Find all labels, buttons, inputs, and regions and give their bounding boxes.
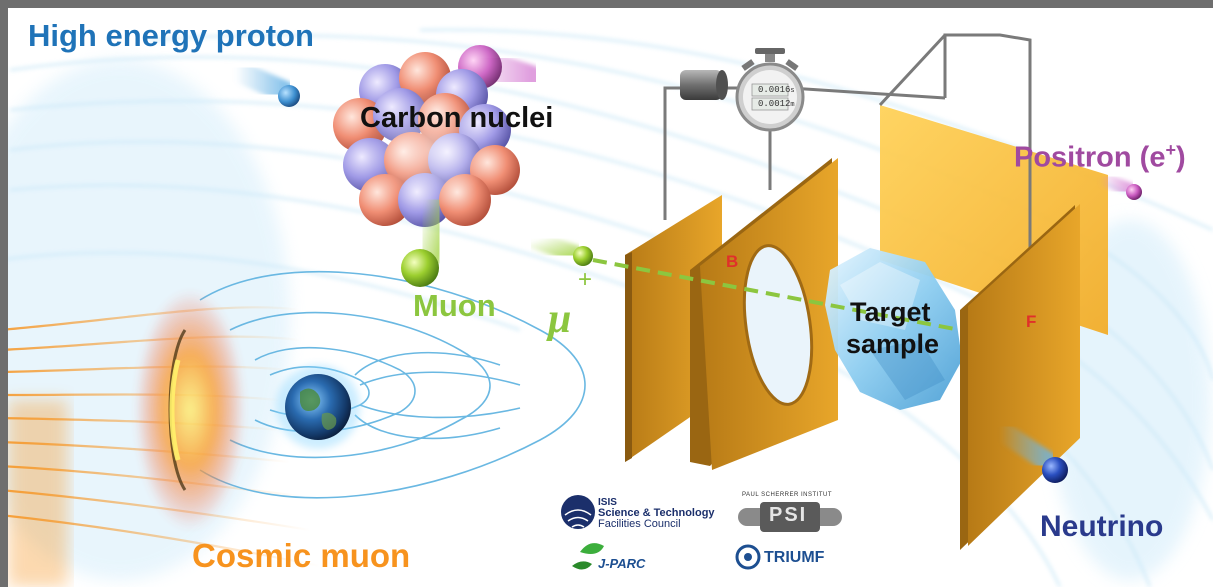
isis-logo-mark [561,495,595,529]
proton-ball [278,85,300,107]
target-sample [825,248,962,410]
psi-caption: PAUL SCHERRER INSTITUT [742,492,833,498]
muon-ball [401,249,439,287]
target-label-line1: Target [850,297,931,327]
positron-ball [1126,184,1142,200]
mu-charge: + [578,266,593,293]
positron-text: Positron (e [1014,141,1166,174]
muon-beam-ball [573,246,593,266]
positron-superscript: + [1165,140,1176,160]
proton-trail [224,59,296,103]
mu-symbol: μ [548,296,572,342]
psi-logo-text: PSI [769,504,808,526]
plate-with-hole [690,158,838,470]
psi-logo-mark [738,502,842,532]
muon-label: Muon [413,288,496,323]
detector-wires [663,33,1032,250]
triumf-logo-text: TRIUMF [764,549,825,566]
plate-b-mark: B [726,252,739,271]
stopwatch [735,48,805,132]
jparc-logo-text: J-PARC [598,556,646,571]
high-energy-proton-label: High energy proton [28,18,314,53]
positron-close: ) [1175,141,1186,174]
cosmic-muon-label: Cosmic muon [192,537,411,574]
muon-trail [407,188,455,275]
magnetosphere-lines [199,270,586,499]
positron-label: Positron (e+) [1014,140,1186,175]
signal-cylinder [680,70,728,100]
target-label-line2: sample [846,329,940,359]
jparc-logo-mark [572,543,604,570]
triumf-logo-mark [735,544,761,570]
neutrino-ball [1042,457,1068,483]
carbon-nuclei-label: Carbon nuclei [360,102,554,134]
stopwatch-reading-1: 0.0016s [758,85,795,95]
carbon-nucleus [332,45,545,238]
muon-beam-path [592,258,961,332]
plate-f-mark: F [1026,312,1037,331]
neutrino-label: Neutrino [1040,510,1164,543]
stopwatch-reading-2: 0.0012m [758,99,795,109]
earth [285,374,351,440]
isis-logo-text: ISIS Science & Technology Facilities Cou… [598,497,715,530]
target-sample-label: Target sample [846,296,939,360]
